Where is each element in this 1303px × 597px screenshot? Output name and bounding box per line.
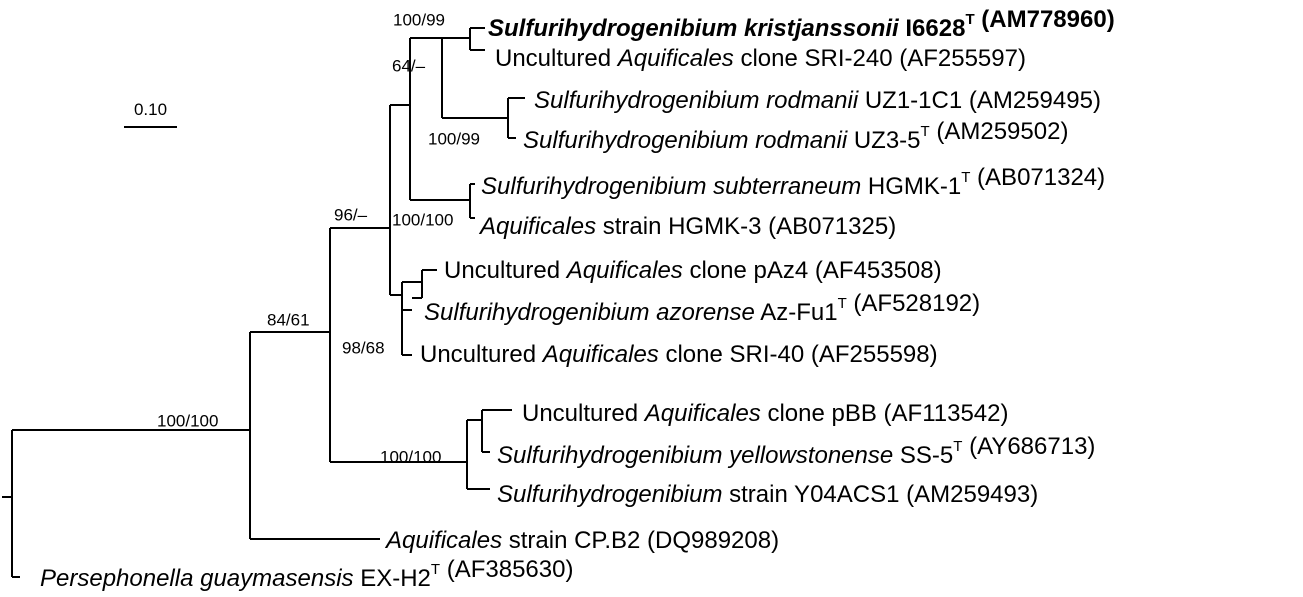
taxon-label-subterraneum: Sulfurihydrogenibium subterraneum HGMK-1…: [481, 164, 1105, 200]
taxon-label-part: Sulfurihydrogenibium rodmanii: [523, 127, 848, 154]
taxon-label-part: (AF385630): [440, 556, 573, 583]
taxon-label-part: UZ1-1C1 (AM259495): [858, 87, 1101, 114]
taxon-label-part: Sulfurihydrogenibium yellowstonense: [497, 442, 893, 469]
taxon-label-part: Sulfurihydrogenibium azorense: [424, 299, 755, 326]
taxon-label-part: I6628: [899, 15, 966, 42]
taxon-label-part: clone SRI-240 (AF255597): [734, 45, 1026, 72]
taxon-label-part: UZ3-5: [847, 127, 920, 154]
support-value-n-84: 84/61: [267, 311, 310, 330]
taxon-label-part: clone SRI-40 (AF255598): [659, 341, 938, 368]
taxon-label-part: Aquificales: [643, 400, 761, 427]
scale-bar-label: 0.10: [134, 100, 167, 119]
taxon-label-part: Aquificales: [616, 45, 734, 72]
taxon-label-paz4: Uncultured Aquificales clone pAz4 (AF453…: [444, 257, 942, 284]
taxon-labels: Sulfurihydrogenibium kristjanssonii I662…: [40, 6, 1115, 592]
taxon-label-part: Uncultured: [420, 341, 543, 368]
taxon-label-part: clone pAz4 (AF453508): [683, 257, 942, 284]
taxon-label-part: (AM259502): [930, 118, 1069, 145]
taxon-label-part: Sulfurihydrogenibium: [497, 481, 722, 508]
type-strain-mark: T: [961, 169, 970, 186]
support-value-n-big: 96/–: [334, 206, 368, 225]
support-value-n-azor: 98/68: [342, 339, 385, 358]
taxon-label-sri40: Uncultured Aquificales clone SRI-40 (AF2…: [420, 341, 938, 368]
taxon-label-part: Aquificales: [565, 257, 683, 284]
taxon-label-part: (AB071324): [970, 164, 1105, 191]
taxon-label-part: Persephonella guaymasensis: [40, 565, 354, 592]
taxon-label-part: Sulfurihydrogenibium subterraneum: [481, 173, 861, 200]
taxon-label-cpb2: Aquificales strain CP.B2 (DQ989208): [384, 527, 779, 554]
type-strain-mark: T: [431, 561, 440, 578]
taxon-label-part: Uncultured: [495, 45, 618, 72]
taxon-label-part: Aquificales: [384, 527, 502, 554]
taxon-label-part: Aquificales: [541, 341, 659, 368]
taxon-label-pbb: Uncultured Aquificales clone pBB (AF1135…: [522, 400, 1009, 427]
taxon-label-part: strain Y04ACS1 (AM259493): [722, 481, 1038, 508]
support-values: 100/99 64/– 100/99 96/– 100/100 98/68 84/61 100…: [157, 11, 480, 467]
taxon-label-part: HGMK-1: [861, 173, 961, 200]
taxon-label-part: clone pBB (AF113542): [761, 400, 1009, 427]
taxon-label-part: Az-Fu1: [755, 299, 838, 326]
taxon-label-part: Uncultured: [444, 257, 567, 284]
taxon-label-part: Sulfurihydrogenibium rodmanii: [534, 87, 859, 114]
taxon-label-azorense: Sulfurihydrogenibium azorense Az-Fu1T (A…: [424, 290, 980, 326]
support-value-n-core: 64/–: [392, 57, 426, 76]
support-value-n-root2: 100/100: [157, 412, 218, 431]
taxon-label-kristjanssonii: Sulfurihydrogenibium kristjanssonii I662…: [488, 6, 1115, 42]
taxon-label-part: strain HGMK-3 (AB071325): [596, 213, 896, 240]
taxon-label-yellowstonense: Sulfurihydrogenibium yellowstonense SS-5…: [497, 433, 1095, 469]
taxon-label-part: Aquificales: [478, 213, 596, 240]
taxon-label-hgmk3: Aquificales strain HGMK-3 (AB071325): [478, 213, 896, 240]
taxon-label-part: (AY686713): [962, 433, 1095, 460]
taxon-label-part: (AF528192): [847, 290, 980, 317]
type-strain-mark: T: [953, 438, 962, 455]
taxon-label-part: SS-5: [893, 442, 953, 469]
support-value-n-subt: 100/100: [392, 211, 453, 230]
taxon-label-persephonella: Persephonella guaymasensis EX-H2T (AF385…: [40, 556, 573, 592]
type-strain-mark: T: [921, 123, 930, 140]
type-strain-mark: T: [965, 11, 974, 28]
taxon-label-part: Sulfurihydrogenibium kristjanssonii: [488, 15, 900, 42]
support-value-n-rodmanii: 100/99: [428, 130, 480, 149]
taxon-label-part: EX-H2: [354, 565, 431, 592]
taxon-label-rodmanii-uz3: Sulfurihydrogenibium rodmanii UZ3-5T (AM…: [523, 118, 1068, 154]
taxon-label-part: Uncultured: [522, 400, 645, 427]
taxon-label-part: (AM778960): [975, 6, 1115, 33]
support-value-n-yell: 100/100: [380, 448, 441, 467]
scale-bar: 0.10: [124, 100, 177, 128]
taxon-label-y04acs1: Sulfurihydrogenibium strain Y04ACS1 (AM2…: [497, 481, 1038, 508]
taxon-label-sri240: Uncultured Aquificales clone SRI-240 (AF…: [495, 45, 1026, 72]
tree-branches: [2, 27, 525, 578]
taxon-label-part: strain CP.B2 (DQ989208): [502, 527, 779, 554]
support-value-n-kristj: 100/99: [393, 11, 445, 30]
taxon-label-rodmanii-uz1: Sulfurihydrogenibium rodmanii UZ1-1C1 (A…: [534, 87, 1101, 114]
type-strain-mark: T: [838, 295, 847, 312]
